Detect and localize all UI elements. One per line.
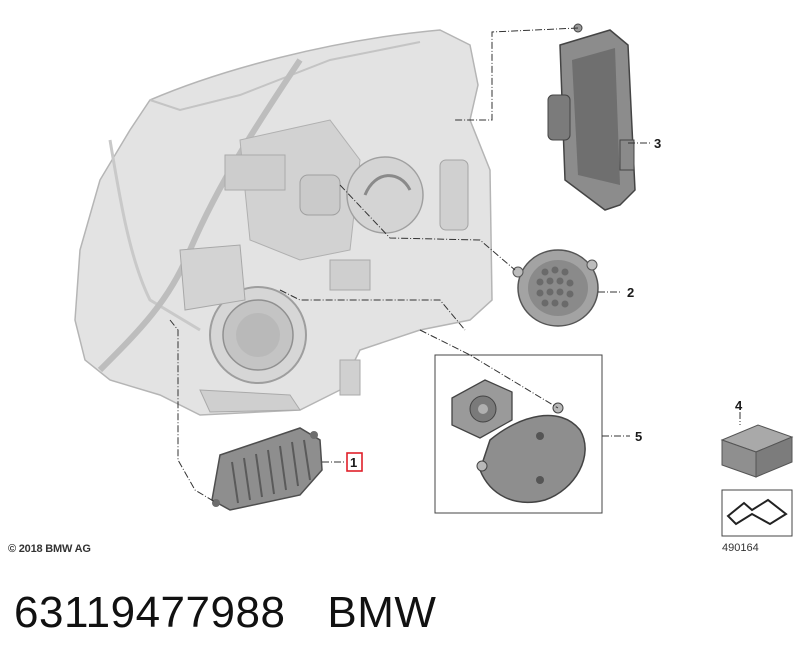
part-4-box	[720, 424, 794, 478]
headlight-housing	[74, 29, 493, 416]
footer: 63119477988 BMW	[14, 588, 436, 638]
leader-lines	[169, 27, 741, 503]
callout-4[interactable]: 4	[735, 398, 743, 413]
copyright-text: © 2018 BMW AG	[8, 543, 91, 555]
part-2-led-array	[512, 249, 599, 327]
part-5-fan-bracket	[451, 379, 586, 504]
callout-1[interactable]: 1	[350, 455, 357, 470]
reference-number: 490164	[722, 542, 759, 554]
part-5-frame	[434, 354, 603, 514]
part-1-highlight-box	[346, 452, 363, 472]
brand-name: BMW	[327, 588, 437, 637]
callout-5[interactable]: 5	[635, 429, 642, 444]
part-3-control-unit	[547, 23, 636, 211]
parts-diagram: 1 2 3 4 5	[74, 23, 794, 537]
part-number: 63119477988	[14, 588, 286, 637]
callout-3[interactable]: 3	[654, 136, 661, 151]
callout-2[interactable]: 2	[627, 285, 634, 300]
part-1-led-module	[211, 427, 323, 511]
reference-icon	[721, 489, 793, 537]
